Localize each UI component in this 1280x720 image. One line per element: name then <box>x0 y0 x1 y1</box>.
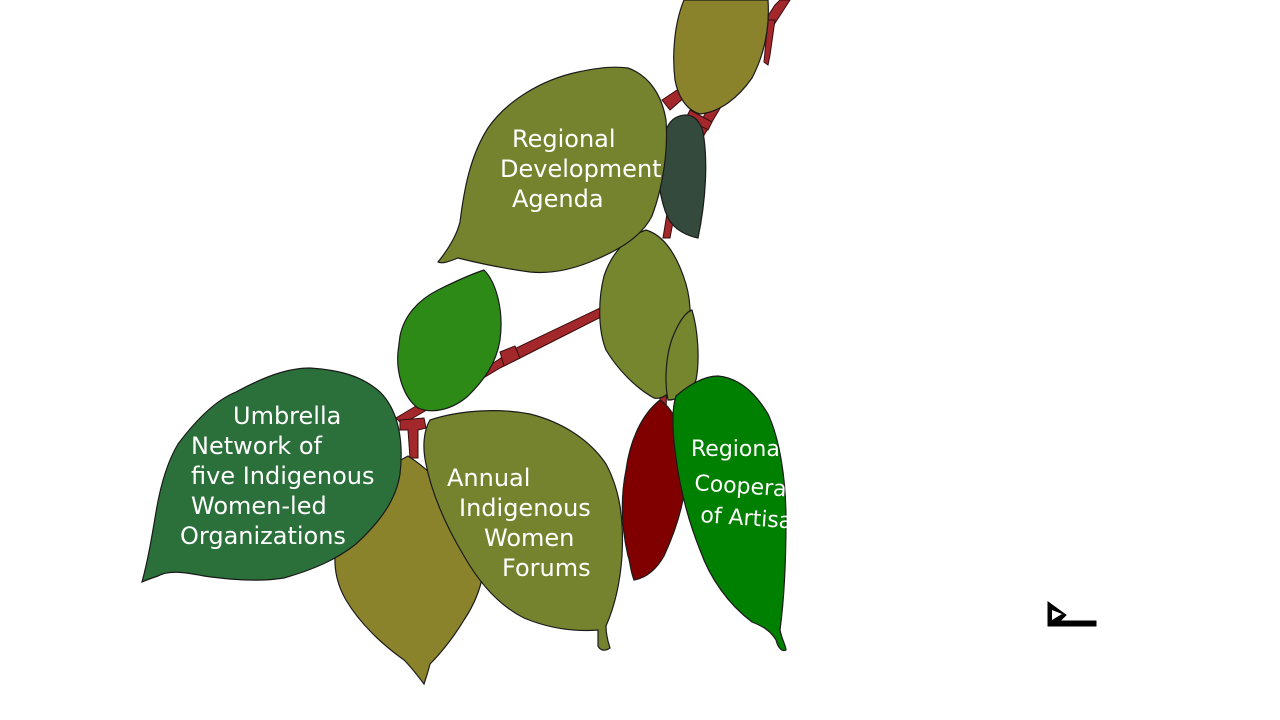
leaf-label-line: Regional <box>512 125 616 153</box>
leaf-label-line: Forums <box>502 554 591 582</box>
leaf-label: Annual Indigenous Women Forums <box>447 464 598 582</box>
branch-node <box>499 345 521 367</box>
leaf-shape <box>672 375 787 652</box>
leaf-regional-cooperative: Regional Cooperative of Artisans <box>672 375 829 652</box>
leaf-label-line: Indigenous <box>459 494 591 522</box>
leaf-label: Regional Development Agenda <box>500 125 669 213</box>
leaf-label-line: Women-led <box>191 492 327 520</box>
leaf-label-line: five Indigenous <box>191 462 375 490</box>
leaf-umbrella-network: Umbrella Network of five Indigenous Wome… <box>141 367 402 584</box>
leaf-shape <box>423 410 624 651</box>
leaf-label-line: Agenda <box>512 185 604 213</box>
leaf-label-line: Regional <box>691 437 786 462</box>
leaf-label-line: Umbrella <box>233 402 341 430</box>
resize-corner-cursor-icon <box>1047 601 1097 627</box>
branch-lower-left <box>399 417 427 459</box>
leaf-label-line: Women <box>484 524 574 552</box>
leaf-olive-small <box>665 309 699 401</box>
leaf-grass-green <box>397 269 502 412</box>
leaf-annual-forums: Annual Indigenous Women Forums <box>423 410 624 651</box>
leaf-top-olive <box>673 0 769 115</box>
leaf-shape <box>437 66 668 274</box>
leaf-regional-development-agenda: Regional Development Agenda <box>437 66 669 274</box>
leaf-label-line: Organizations <box>180 522 346 550</box>
leaf-label: Regional <box>691 437 786 462</box>
leaf-label-line: Development <box>500 155 662 183</box>
leaf-label-line: Network of <box>191 432 323 460</box>
leaf-label-line: Annual <box>447 464 530 492</box>
leaf-shape <box>141 367 402 584</box>
leaf-label: Umbrella Network of five Indigenous Wome… <box>180 402 382 550</box>
